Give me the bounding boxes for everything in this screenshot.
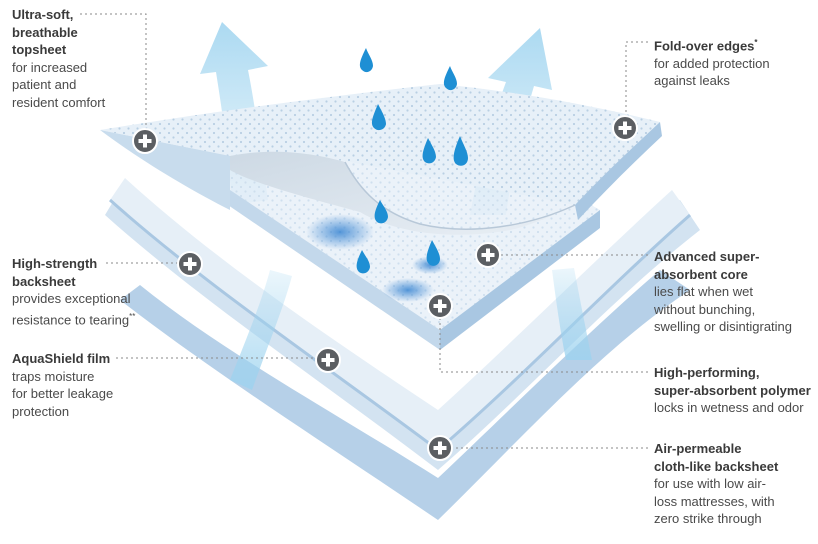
- droplet-icon: [371, 104, 386, 131]
- droplet-icon: [374, 200, 388, 224]
- vapor-arrow-lower-right: [552, 268, 592, 360]
- callout-topsheet: Ultra-soft, breathable topsheet for incr…: [12, 6, 142, 111]
- callout-desc: locks in wetness and odor: [654, 400, 804, 415]
- droplets: [356, 48, 468, 274]
- callout-title: High-strength backsheet: [12, 256, 98, 289]
- callout-desc-text: provides exceptional resistance to teari…: [12, 291, 131, 327]
- footnote-mark: *: [754, 38, 758, 47]
- callout-title-text: Fold-over edges: [654, 38, 755, 54]
- topsheet-right-edge: [575, 122, 662, 220]
- topsheet-flap: [230, 151, 575, 235]
- plus-circle-icon[interactable]: [315, 347, 341, 373]
- callout-title: Air-permeable cloth-like backsheet: [654, 441, 779, 474]
- callout-title: Advanced super- absorbent core: [654, 249, 760, 282]
- plus-circle-icon[interactable]: [475, 242, 501, 268]
- plus-circle-icon[interactable]: [132, 128, 158, 154]
- leader-lines: [80, 13, 648, 449]
- topsheet-flap-curl: [344, 161, 576, 230]
- plus-circle-icon[interactable]: [427, 435, 453, 461]
- footnote-mark: **: [129, 311, 136, 321]
- callout-polymer: High-performing, super-absorbent polymer…: [654, 364, 816, 417]
- droplet-icon: [426, 240, 440, 266]
- plus-circle-icon[interactable]: [612, 115, 638, 141]
- callout-fold-edges: Fold-over edges* for added protection ag…: [654, 34, 814, 90]
- topsheet-front-edge: [100, 130, 230, 210]
- callout-cloth-backsheet: Air-permeable cloth-like backsheet for u…: [654, 440, 816, 528]
- droplet-icon: [443, 66, 457, 91]
- plus-circle-icon[interactable]: [177, 251, 203, 277]
- droplet-icon: [422, 138, 436, 164]
- callout-title: AquaShield film: [12, 351, 111, 366]
- callout-core: Advanced super- absorbent core lies flat…: [654, 248, 816, 336]
- droplet-icon: [453, 136, 468, 166]
- callout-backsheet: High-strength backsheet provides excepti…: [12, 255, 172, 328]
- callout-title: High-performing, super-absorbent polymer: [654, 365, 811, 398]
- wet-spot: [382, 278, 434, 302]
- droplet-icon: [356, 250, 370, 274]
- vapor-arrow-lower-left: [230, 270, 292, 390]
- callout-title: Ultra-soft, breathable topsheet: [12, 7, 78, 57]
- callout-desc: provides exceptional resistance to teari…: [12, 290, 172, 328]
- absorbent-core-side-left: [168, 150, 440, 350]
- plus-circle-icon[interactable]: [427, 293, 453, 319]
- absorbent-core-side: [440, 210, 600, 350]
- callout-desc: lies flat when wet without bunching, swe…: [654, 284, 793, 334]
- callout-desc: traps moisture for better leakage protec…: [12, 368, 114, 419]
- droplet-icon: [359, 48, 373, 73]
- callout-title: Fold-over edges*: [654, 34, 814, 55]
- callout-desc: for use with low air- loss mattresses, w…: [654, 476, 775, 526]
- callout-desc: for added protection against leaks: [654, 55, 770, 89]
- topsheet-texture: [100, 84, 660, 205]
- callout-desc: for increased patient and resident comfo…: [12, 59, 106, 110]
- wet-spot: [306, 214, 374, 250]
- layer-bottom: [120, 270, 690, 520]
- callout-aquashield: AquaShield film traps moisture for bette…: [12, 350, 152, 420]
